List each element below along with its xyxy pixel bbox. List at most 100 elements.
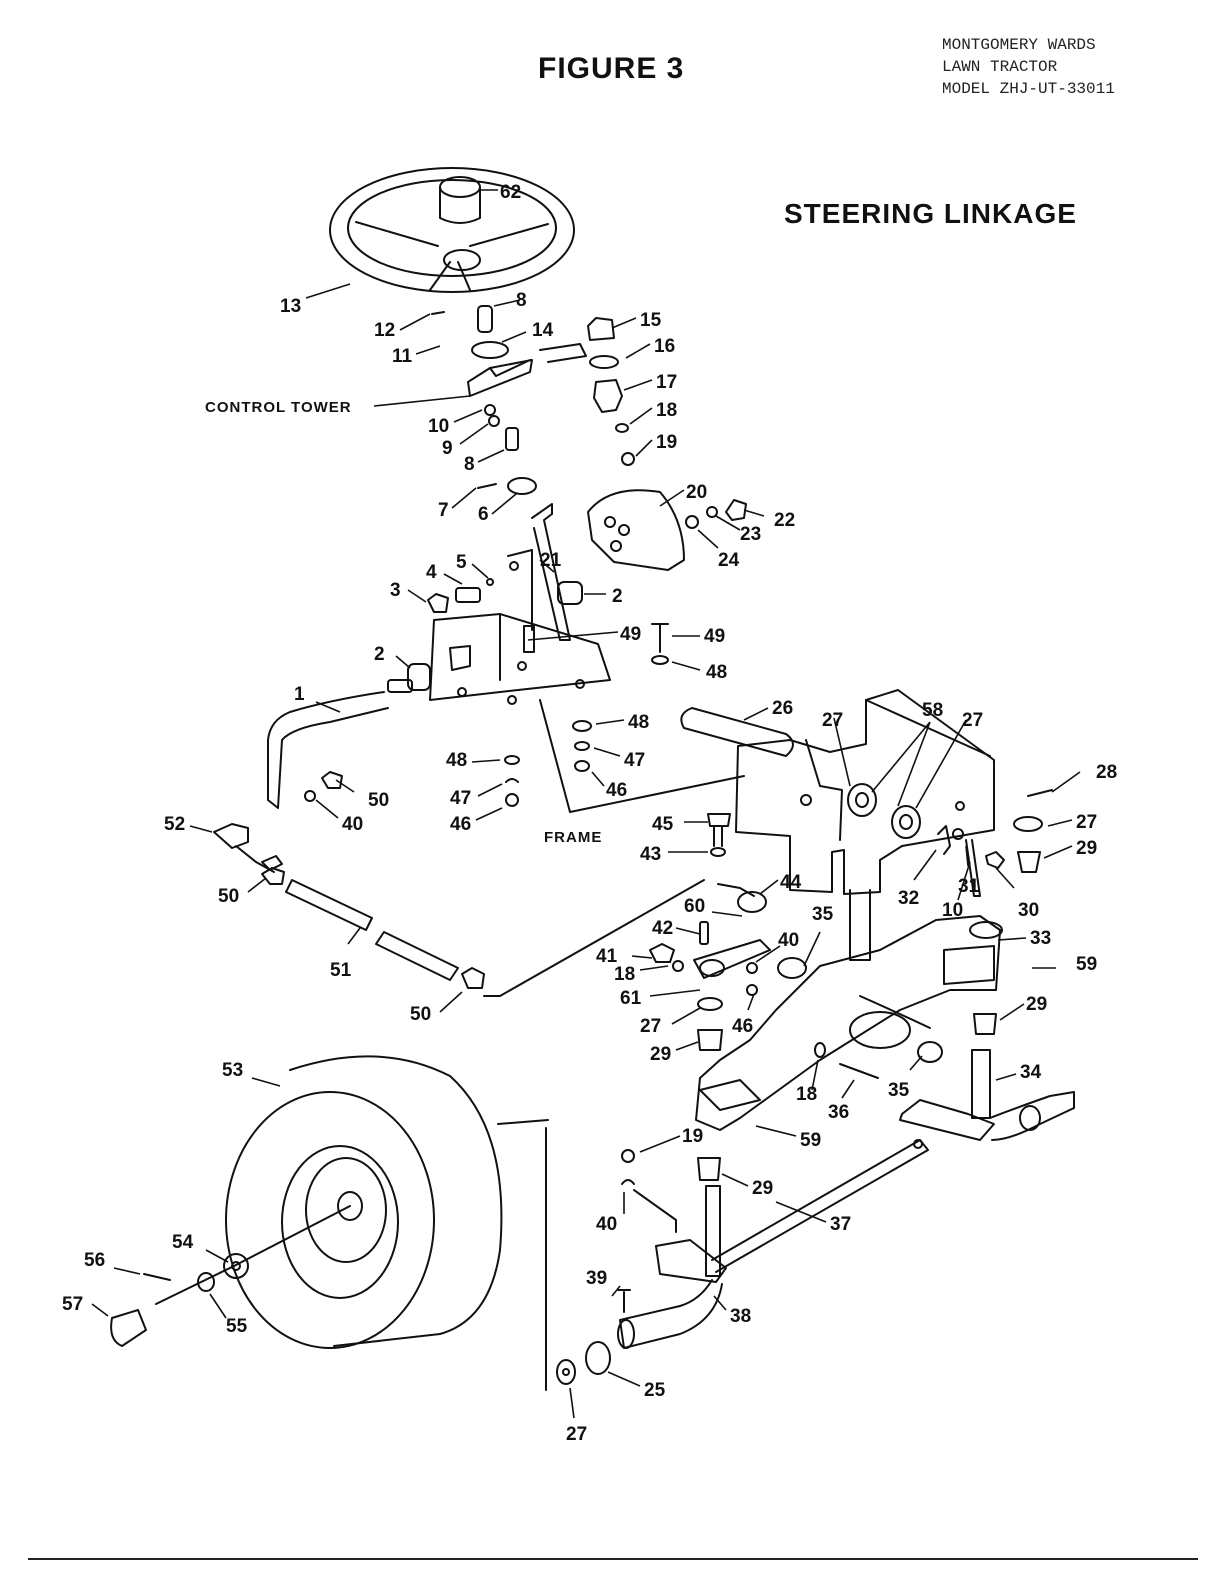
ball-joint [213, 823, 285, 885]
steering-wheel [329, 167, 575, 293]
part-label-11: 11 [392, 346, 413, 367]
frame-label: FRAME [544, 829, 602, 846]
part-label-27-bottom: 27 [566, 1424, 587, 1445]
part-label-50-lower: 50 [410, 1004, 431, 1025]
part-label-52: 52 [164, 814, 185, 835]
part-label-60: 60 [684, 896, 705, 917]
part-label-19-lower: 19 [682, 1126, 703, 1147]
part-label-47-left: 47 [450, 788, 471, 809]
part-label-40-mid: 40 [778, 930, 799, 951]
part-label-48-left: 48 [446, 750, 467, 771]
steering-support-bracket [429, 549, 611, 705]
part-label-55: 55 [226, 1316, 248, 1337]
part-label-27-mid: 27 [640, 1016, 661, 1037]
steering-column-parts [431, 305, 537, 495]
header-brand: MONTGOMERY WARDS [942, 36, 1096, 54]
part-label-48-upper: 48 [706, 662, 727, 683]
part-label-40-left: 40 [342, 814, 363, 835]
figure-title: FIGURE 3 [538, 52, 685, 85]
part-label-45: 45 [652, 814, 674, 835]
part-label-18-mid: 18 [614, 964, 635, 985]
part-label-43: 43 [640, 844, 661, 865]
part-label-6: 6 [478, 504, 489, 525]
part-label-15: 15 [640, 310, 662, 331]
part-label-46-right: 46 [606, 780, 627, 801]
part-label-21: 21 [540, 550, 562, 571]
part-label-3: 3 [390, 580, 401, 601]
part-label-12: 12 [374, 320, 395, 341]
part-label-5: 5 [456, 552, 467, 573]
part-label-33: 33 [1030, 928, 1051, 949]
part-label-58: 58 [922, 700, 943, 721]
part-label-46-mid: 46 [732, 1016, 753, 1037]
steering-link-61 [649, 921, 771, 996]
part-label-32: 32 [898, 888, 919, 909]
spindle-bushings [697, 997, 997, 1181]
frame-pointer [539, 699, 745, 813]
part-label-61: 61 [620, 988, 642, 1009]
bracket-21 [531, 343, 587, 641]
part-labels: 62 13 8 12 14 11 15 16 17 18 19 CONTROL … [62, 182, 1117, 1445]
part-label-20: 20 [686, 482, 707, 503]
header-product: LAWN TRACTOR [942, 58, 1058, 76]
page-bottom-rule [28, 1558, 1198, 1560]
ball-joint-44 [717, 883, 767, 913]
part-label-41: 41 [596, 946, 618, 967]
lower-hardware [621, 1149, 677, 1233]
part-label-9: 9 [442, 438, 453, 459]
part-label-57: 57 [62, 1294, 83, 1315]
part-label-23: 23 [740, 524, 761, 545]
small-hardware-28-32 [937, 789, 1053, 897]
bushing-2-upper [557, 581, 583, 605]
part-label-39: 39 [586, 1268, 607, 1289]
part-label-18-lower: 18 [796, 1084, 817, 1105]
part-label-30: 30 [1018, 900, 1039, 921]
part-label-51: 51 [330, 960, 352, 981]
part-label-48-mid: 48 [628, 712, 649, 733]
front-wheel [225, 1055, 503, 1349]
part-label-16: 16 [654, 336, 675, 357]
part-label-50-mid: 50 [218, 886, 239, 907]
part-label-8-lower: 8 [464, 454, 475, 475]
part-label-29-lower: 29 [752, 1178, 773, 1199]
part-label-29-mid: 29 [650, 1044, 671, 1065]
part-label-59-lower: 59 [800, 1130, 821, 1151]
model-header: MONTGOMERY WARDS LAWN TRACTOR MODEL ZHJ-… [942, 34, 1115, 100]
part-label-27-frame-right: 27 [962, 710, 983, 731]
section-title: STEERING LINKAGE [784, 198, 1077, 229]
bushings-58 [847, 783, 921, 839]
control-tower-plate [467, 359, 533, 397]
front-axle [695, 915, 1003, 1131]
hub-hardware [110, 1205, 351, 1347]
part-label-18-upper: 18 [656, 400, 677, 421]
part-label-47-right: 47 [624, 750, 645, 771]
part-label-31: 31 [958, 876, 980, 897]
part-label-35-upper: 35 [812, 904, 834, 925]
part-label-7: 7 [438, 500, 449, 521]
part-label-29-right: 29 [1026, 994, 1047, 1015]
part-label-2-lower: 2 [374, 644, 385, 665]
tie-rod-37 [711, 1139, 929, 1273]
part-label-29-upper: 29 [1076, 838, 1097, 859]
axle-tube [680, 707, 794, 757]
part-label-35-lower: 35 [888, 1080, 910, 1101]
part-label-26: 26 [772, 698, 793, 719]
part-label-22: 22 [774, 510, 795, 531]
bolt-45 [707, 813, 731, 857]
adjuster-parts [427, 561, 519, 613]
part-label-56: 56 [84, 1250, 105, 1271]
part-label-44: 44 [780, 872, 802, 893]
part-label-38: 38 [730, 1306, 751, 1327]
part-label-17: 17 [656, 372, 677, 393]
part-label-53: 53 [222, 1060, 243, 1081]
tie-rod-51 [285, 879, 705, 997]
part-label-2-upper: 2 [612, 586, 623, 607]
part-label-4: 4 [426, 562, 437, 583]
gear-stack [587, 317, 635, 466]
part-label-27-frame-left: 27 [822, 710, 843, 731]
part-label-24: 24 [718, 550, 740, 571]
spindle-right [899, 1049, 1075, 1141]
part-label-49-left: 49 [620, 624, 641, 645]
washers-25-27 [556, 1341, 611, 1385]
